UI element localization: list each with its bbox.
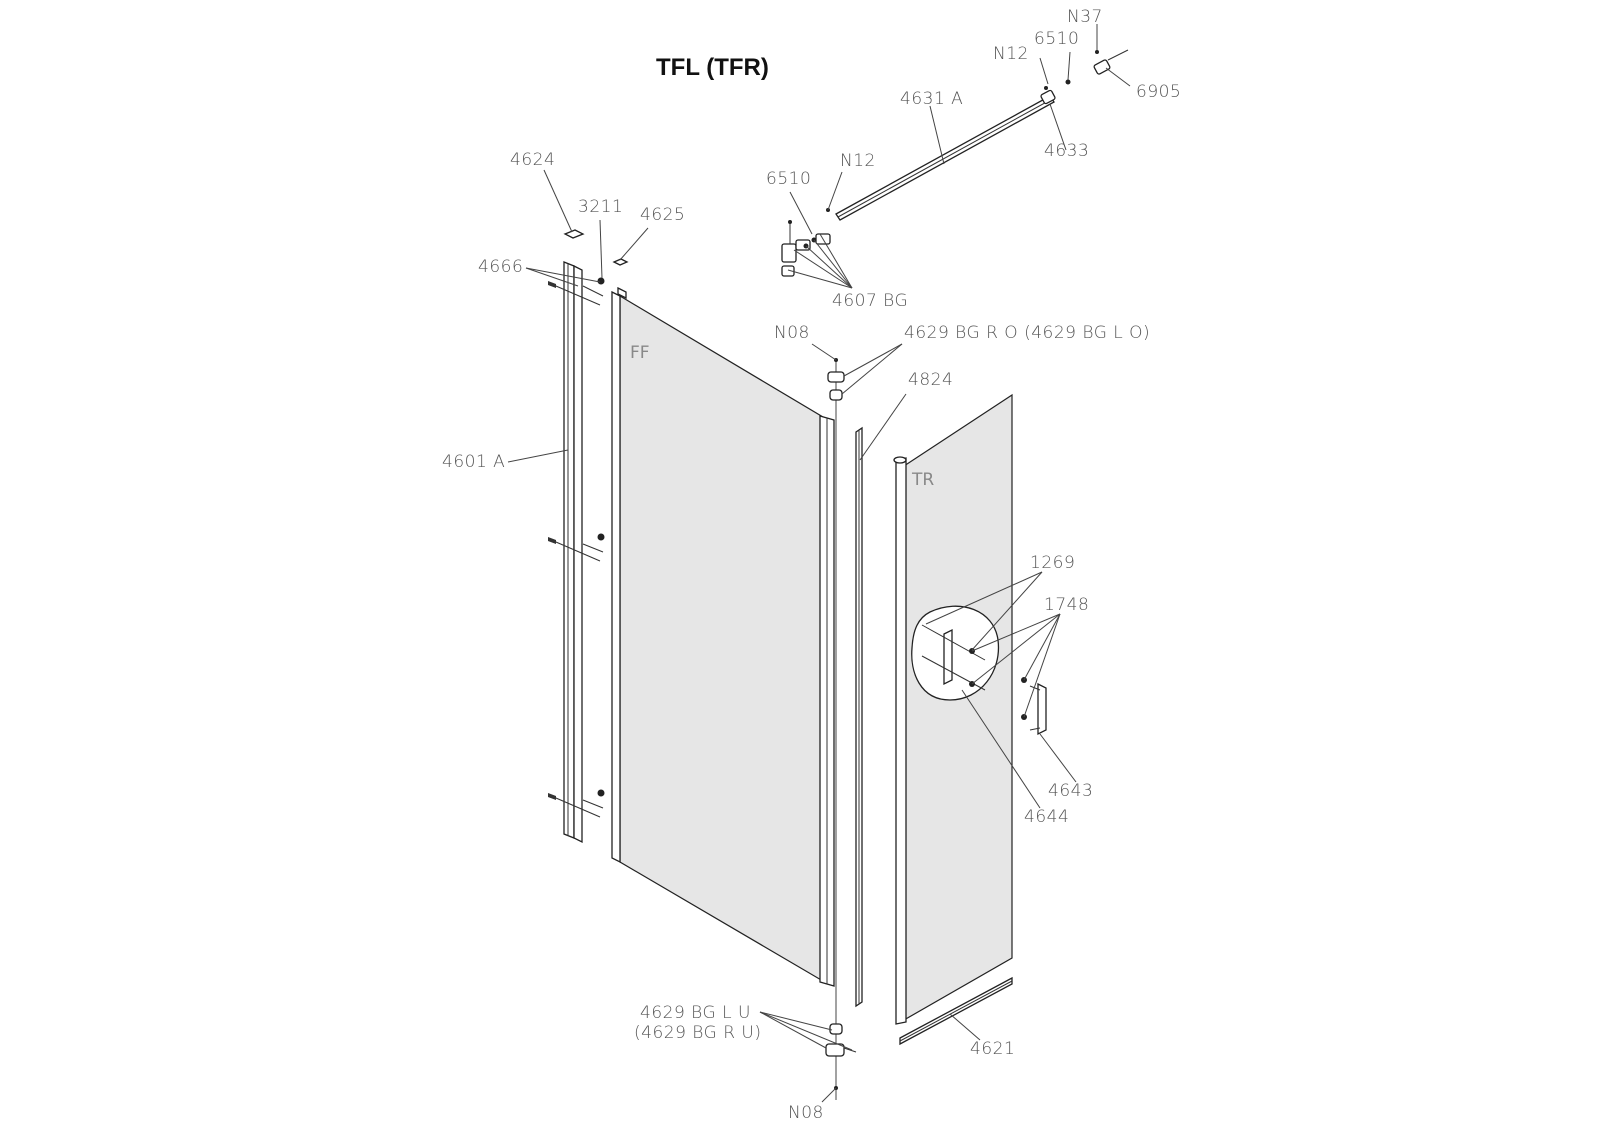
seal-4824 xyxy=(855,426,863,1008)
label-n12: N12 xyxy=(840,151,876,171)
door-glass-panel xyxy=(893,393,1013,1025)
label-6510-top: 6510 xyxy=(1034,29,1079,49)
label-1748: 1748 xyxy=(1044,595,1089,615)
stabilizer-bar-4631a xyxy=(835,49,1129,221)
wall-screws xyxy=(548,277,605,818)
label-4643: 4643 xyxy=(1048,781,1093,801)
label-4629-bottom-1: 4629 BG L U xyxy=(640,1003,751,1023)
bottom-hinge xyxy=(825,1023,857,1090)
label-4666: 4666 xyxy=(478,257,523,277)
label-4607bg: 4607 BG xyxy=(832,291,908,311)
wall-bracket-4607bg xyxy=(781,208,831,277)
fixed-glass-panel xyxy=(611,286,835,987)
label-4601a: 4601 A xyxy=(442,452,505,472)
label-4629-top: 4629 BG R O (4629 BG L O) xyxy=(904,323,1150,343)
cap-4624 xyxy=(563,229,585,239)
label-n08-top: N08 xyxy=(774,323,810,343)
label-n12-top: N12 xyxy=(993,44,1029,64)
leader-lines xyxy=(507,24,1131,1103)
label-4631a: 4631 A xyxy=(900,89,963,109)
cap-4625 xyxy=(612,258,629,266)
label-4633: 4633 xyxy=(1044,141,1089,161)
door-panel-label: TR xyxy=(911,470,934,490)
label-4824: 4824 xyxy=(908,370,953,390)
handle-detail xyxy=(911,605,1047,736)
bottom-seal-4621 xyxy=(899,976,1013,1046)
label-4624: 4624 xyxy=(510,150,555,170)
fixed-panel-label: FF xyxy=(630,343,650,363)
label-6905: 6905 xyxy=(1136,82,1181,102)
label-3211: 3211 xyxy=(578,197,623,217)
wall-profile-4601a xyxy=(563,261,583,844)
label-4644: 4644 xyxy=(1024,807,1069,827)
label-4625: 4625 xyxy=(640,205,685,225)
diagram-title: TFL (TFR) xyxy=(656,54,769,81)
label-4629-bottom-2: (4629 BG R U) xyxy=(634,1023,762,1043)
label-1269: 1269 xyxy=(1030,553,1075,573)
label-n37: N37 xyxy=(1067,7,1103,27)
label-n08-bottom: N08 xyxy=(788,1103,824,1123)
label-4621: 4621 xyxy=(970,1039,1015,1059)
label-6510: 6510 xyxy=(766,169,811,189)
